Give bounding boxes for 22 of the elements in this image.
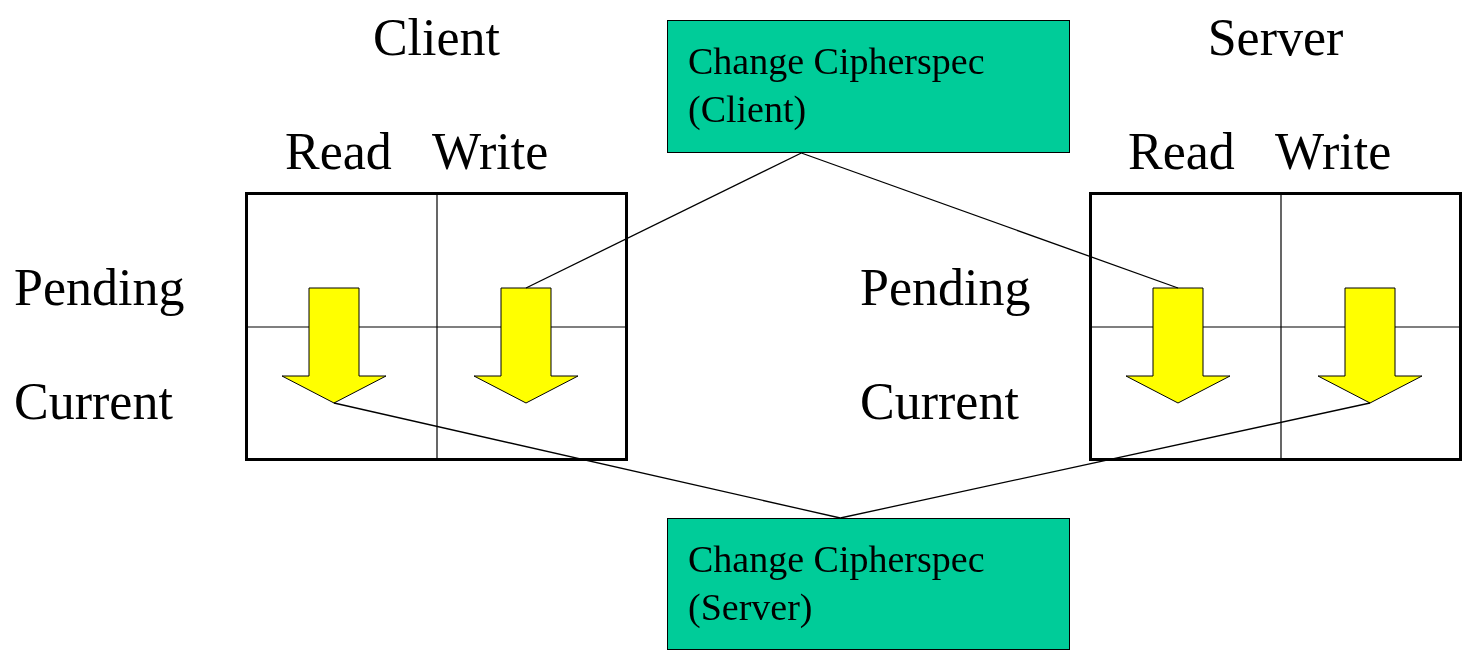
leader-line — [525, 152, 802, 289]
column-header: Write — [1275, 122, 1392, 182]
leader-line — [839, 402, 1371, 519]
box-text: Change Cipherspec (Server) — [688, 537, 986, 630]
row-header: Pending — [860, 258, 1031, 318]
down-arrow — [474, 288, 578, 403]
row-header: Current — [860, 372, 1019, 432]
row-header: Current — [14, 372, 173, 432]
column-header: Write — [432, 122, 549, 182]
process-box — [667, 518, 1070, 650]
down-arrow — [1126, 288, 1230, 403]
down-arrow — [282, 288, 386, 403]
process-box — [667, 20, 1070, 153]
leader-line — [800, 152, 1179, 289]
column-header: Read — [1128, 122, 1235, 182]
down-arrow — [1318, 288, 1422, 403]
leader-line — [333, 402, 841, 519]
column-header: Read — [285, 122, 392, 182]
table-heading: Server — [1206, 8, 1345, 68]
row-header: Pending — [14, 258, 185, 318]
table-heading: Client — [371, 8, 502, 68]
box-text: Change Cipherspec (Client) — [688, 39, 986, 132]
